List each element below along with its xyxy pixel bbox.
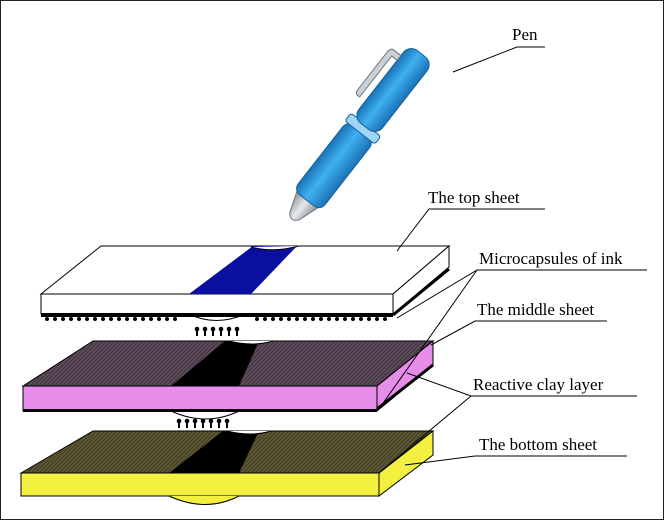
ink-drops-upper [194, 326, 240, 336]
label-middle-sheet: The middle sheet [477, 300, 594, 319]
label-middle-sheet-group: The middle sheet [430, 300, 607, 346]
top-sheet-front-edge [40, 293, 394, 315]
label-bottom-sheet: The bottom sheet [479, 435, 597, 454]
middle-sheet-dent [170, 410, 240, 420]
middle-sheet [21, 339, 435, 420]
middle-sheet-front-edge [22, 385, 378, 412]
middle-sheet-ink-mark [171, 341, 259, 386]
pen-tip [289, 188, 321, 221]
bottom-sheet-ink-mark [169, 431, 259, 473]
label-reactive-clay-group: Reactive clay layer [378, 372, 637, 474]
top-sheet [39, 244, 451, 321]
label-pen-group: Pen [452, 25, 545, 73]
bottom-sheet-dent [168, 495, 240, 505]
bottom-sheet-side-edge [378, 429, 434, 498]
pen-clip [355, 48, 402, 98]
top-microcapsule-row [41, 267, 450, 321]
label-top-sheet-group: The top sheet [396, 188, 545, 252]
ink-drops-lower [176, 418, 230, 428]
label-pen: Pen [512, 25, 538, 44]
label-top-sheet: The top sheet [428, 188, 520, 207]
middle-microcapsule-row [23, 363, 434, 412]
top-sheet-side-edge [392, 244, 450, 316]
pen-cap [356, 48, 430, 132]
top-sheet-ink-mark [189, 246, 297, 294]
bottom-sheet-front-edge [20, 472, 380, 497]
pen-icon [289, 48, 430, 221]
label-microcapsules: Microcapsules of ink [479, 249, 623, 268]
bottom-sheet [19, 429, 435, 505]
label-microcapsules-group: Microcapsules of ink [378, 249, 647, 410]
label-reactive-clay: Reactive clay layer [473, 375, 604, 394]
label-bottom-sheet-group: The bottom sheet [404, 435, 627, 466]
